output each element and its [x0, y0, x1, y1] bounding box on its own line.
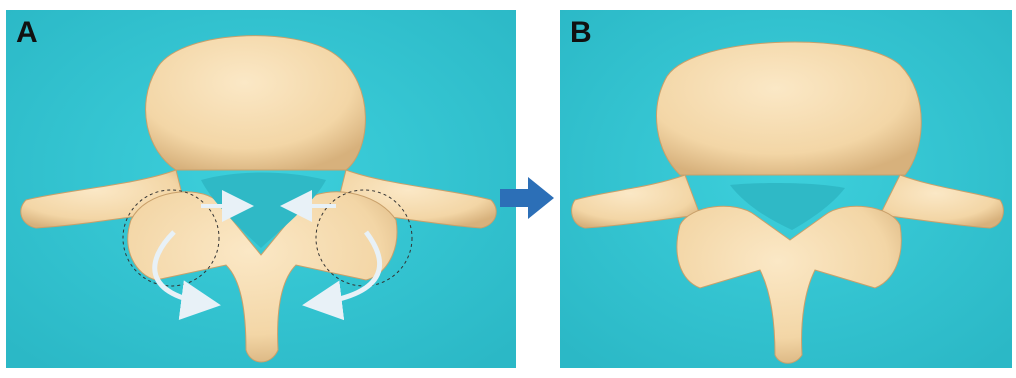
panel-label-a: A — [16, 18, 38, 48]
panel-label-b: B — [570, 18, 592, 48]
panel-a: A — [6, 10, 516, 368]
right-arrow-icon — [500, 175, 556, 221]
vertebral-body — [657, 42, 922, 175]
panel-b: B — [560, 10, 1012, 368]
vertebra-illustration-a — [6, 10, 516, 368]
vertebral-body — [146, 36, 366, 170]
vertebra-illustration-b — [560, 10, 1012, 368]
